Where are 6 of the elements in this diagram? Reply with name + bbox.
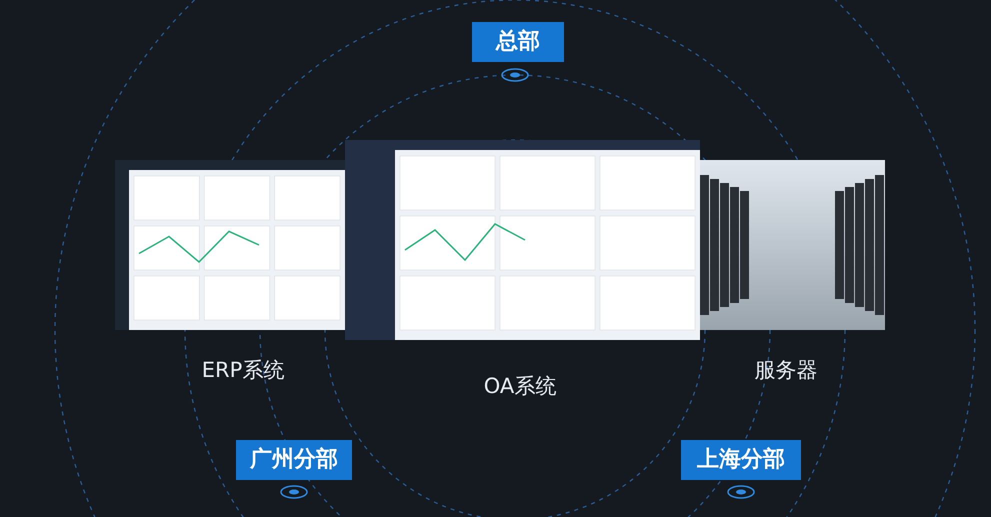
system-label: 服务器: [754, 357, 818, 384]
system-label: OA系统: [484, 373, 556, 400]
location-badge: 广州分部: [236, 440, 352, 480]
system-label: ERP系统: [202, 357, 284, 384]
location-badge: 总部: [472, 22, 564, 62]
location-badge: 上海分部: [681, 440, 801, 480]
